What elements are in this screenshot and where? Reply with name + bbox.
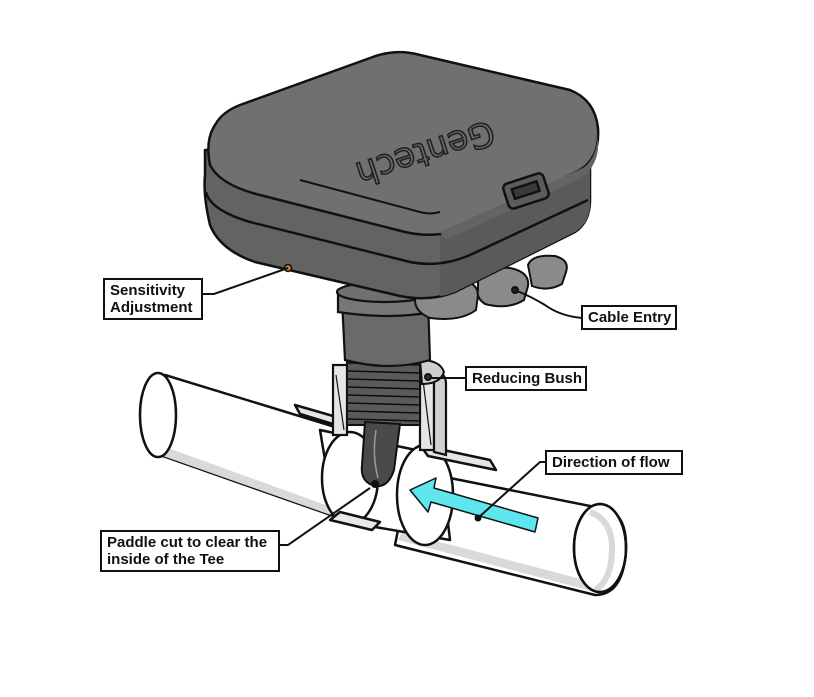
reducing-bush-label: Reducing Bush: [465, 366, 587, 391]
callout-line: inside of the Tee: [107, 551, 225, 568]
callout-line: Reducing Bush: [472, 370, 583, 387]
tee-socket: [331, 363, 448, 457]
callout-line: Paddle cut to clear the: [107, 534, 268, 551]
paddle: [360, 420, 402, 488]
paddle-label: Paddle cut to clear the inside of the Te…: [100, 530, 280, 572]
leader-lines: [203, 267, 583, 546]
direction-of-flow-label: Direction of flow: [545, 450, 683, 475]
flow-arrow: [409, 477, 539, 533]
housing: [203, 50, 600, 300]
callout-line: Adjustment: [110, 299, 193, 316]
callout-line: Sensitivity: [110, 282, 186, 299]
callout-line: Direction of flow: [552, 454, 670, 471]
callout-line: Cable Entry: [588, 309, 672, 326]
cable-entry-label: Cable Entry: [581, 305, 677, 330]
sensitivity-adjustment-label: Sensitivity Adjustment: [103, 278, 203, 320]
